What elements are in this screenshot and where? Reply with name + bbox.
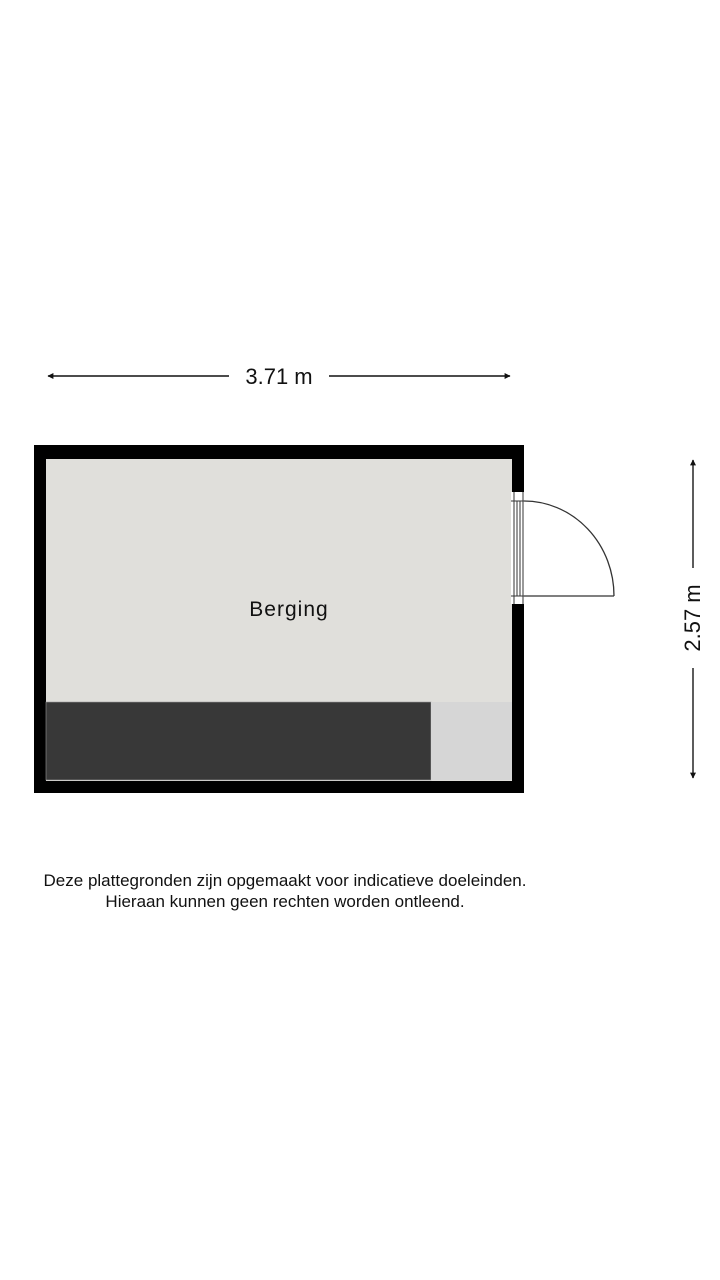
door — [511, 492, 615, 604]
disclaimer-line-1: Deze plattegronden zijn opgemaakt voor i… — [43, 871, 527, 890]
storage-cabinet-light — [431, 702, 512, 780]
disclaimer-line-2: Hieraan kunnen geen rechten worden ontle… — [105, 892, 465, 911]
disclaimer: Deze plattegronden zijn opgemaakt voor i… — [0, 870, 570, 912]
door-swing-arc — [523, 500, 615, 597]
storage-cabinet-dark — [45, 701, 432, 781]
room-label-berging: Berging — [249, 598, 329, 621]
height-dimension-label: 2.57 m — [679, 568, 707, 668]
width-dimension-label: 3.71 m — [229, 363, 329, 391]
